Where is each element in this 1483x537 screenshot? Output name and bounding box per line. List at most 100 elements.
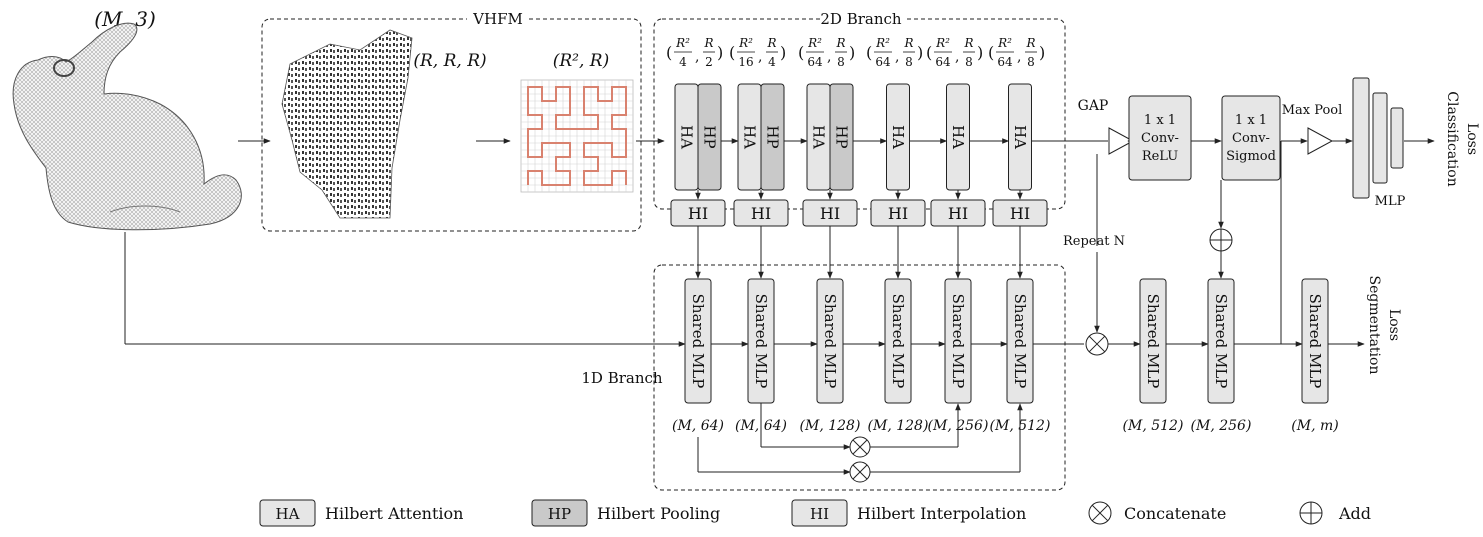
mlp-output-dims: (M, m) [1291,418,1338,434]
add-op-head [1209,228,1233,252]
hilbert-pooling-block [829,83,854,191]
dim-denominator: 2 [705,55,713,69]
repeat-n-label: Repeat N [1063,234,1125,249]
svg-text:,: , [895,49,899,65]
dim-numerator: R [766,36,776,50]
svg-text:): ) [717,43,723,62]
segmentation-loss-label: Loss [1386,309,1402,341]
svg-text:,: , [1017,49,1021,65]
stage-2d-dims: (R² 4, R 2) [666,36,723,69]
svg-text:(: ( [866,43,872,62]
classification-loss-label: Classification [1444,91,1460,186]
branch-2d-title: 2D Branch [820,10,902,28]
dim-numerator: R [835,36,845,50]
max-pool-triangle [1307,127,1334,155]
dim-numerator: R² [997,36,1012,50]
dim-denominator: 8 [965,55,973,69]
dim-denominator: 4 [768,55,776,69]
bunny-point-cloud [12,22,242,231]
legend-concat-icon [1088,501,1112,525]
branch-1d-stages: Shared MLP(M, 64)Shared MLP(M, 64)Shared… [124,232,1084,483]
hilbert-pooling-label: HP [701,125,719,148]
hilbert-attention-label: HA [741,125,759,149]
conv-relu-label: Conv- [1141,131,1179,146]
conv-sigmoid-label: Conv- [1232,131,1270,146]
svg-text:(: ( [988,43,994,62]
conv-relu-label: 1 x 1 [1144,113,1176,128]
hilbert-pooling-block [697,83,722,191]
svg-text:): ) [780,43,786,62]
shared-mlp-block [884,278,912,404]
hilbert-attention-label: HA [949,125,967,149]
mlp-output-dims: (M, 128) [868,418,929,434]
dim-numerator: R² [807,36,822,50]
dim-denominator: 64 [997,55,1013,69]
gap-label: GAP [1078,98,1109,114]
hilbert-interpolation-label: HI [1010,204,1030,223]
shared-mlp-label: Shared MLP [949,294,967,389]
dim-denominator: 8 [837,55,845,69]
dim-numerator: R [1025,36,1035,50]
shared-mlp-label: Shared MLP [1212,294,1230,389]
dim-numerator: R² [675,36,690,50]
dim-denominator: 16 [738,55,753,69]
svg-text:,: , [695,49,699,65]
svg-text:,: , [827,49,831,65]
mlp-output-dims: (M, 256) [1191,418,1252,434]
dim-denominator: 64 [935,55,951,69]
svg-text:(: ( [798,43,804,62]
dim-denominator: 4 [679,55,687,69]
dim-numerator: R [903,36,913,50]
shared-mlp-block [684,278,712,404]
segmentation-loss-label: Segmentation [1366,276,1382,375]
legend-hi-swatch [791,499,848,527]
conv-relu-label: ReLU [1142,149,1178,164]
concat-op-head [1085,332,1109,356]
shared-mlp-head-out [1301,278,1329,404]
mlp-layer-2 [1372,92,1388,184]
svg-text:): ) [849,43,855,62]
stage-2d-dims: (R² 64, R 8) [798,36,855,69]
mlp-layer-1 [1352,77,1370,199]
hilbert-interpolation-label: HI [820,204,840,223]
shared-mlp-label: Shared MLP [889,294,907,389]
branch-1d-frame [653,264,1066,491]
shared-mlp-block [1006,278,1034,404]
svg-text:): ) [917,43,923,62]
mlp-layer-3 [1390,107,1404,169]
dim-denominator: 64 [875,55,891,69]
svg-text:,: , [758,49,762,65]
svg-text:(: ( [729,43,735,62]
legend-add-text: Add [1338,504,1371,523]
legend-ha-key: HA [276,505,300,523]
conv-sigmoid-label: Sigmod [1226,149,1276,164]
conv-relu-block [1128,95,1192,181]
shared-mlp-label: Shared MLP [1306,294,1324,389]
mlp-output-dims: (M, 64) [672,418,724,434]
branch-1d-title: 1D Branch [581,369,663,387]
dim-denominator: 64 [807,55,823,69]
shared-mlp-label: Shared MLP [689,294,707,389]
hilbert-interpolation-label: HI [688,204,708,223]
legend-ha-swatch [259,499,316,527]
svg-text:): ) [1039,43,1045,62]
legend-concat-text: Concatenate [1124,504,1226,523]
hilbert-pooling-block [760,83,785,191]
dim-numerator: R [703,36,713,50]
hilbert-pooling-label: HP [833,125,851,148]
svg-text:(: ( [666,43,672,62]
legend-hi-text: Hilbert Interpolation [857,504,1026,523]
hilbert-curve-grid [520,79,634,193]
dim-denominator: 8 [905,55,913,69]
vhfm-title: VHFM [472,10,523,28]
mlp-label: MLP [1375,194,1406,209]
legend-hp-swatch [531,499,588,527]
hilbert-interpolation-label: HI [948,204,968,223]
